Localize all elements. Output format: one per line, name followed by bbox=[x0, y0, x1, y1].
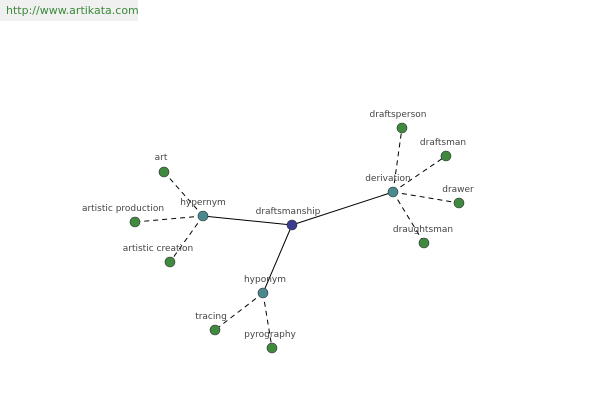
leaf-node-art[interactable] bbox=[158, 166, 170, 178]
edge-center-derivation bbox=[291, 191, 394, 226]
center-node[interactable] bbox=[286, 219, 298, 231]
category-node-hyponym[interactable] bbox=[257, 287, 269, 299]
edge-hypernym-artistic-production bbox=[134, 215, 204, 223]
edge-derivation-draftsman bbox=[392, 155, 447, 193]
graph-nodes bbox=[129, 122, 465, 354]
leaf-label-artistic-creation: artistic creation bbox=[123, 244, 194, 254]
leaf-label-pyrography: pyrography bbox=[244, 330, 296, 340]
edge-derivation-drawer bbox=[392, 191, 460, 204]
edge-derivation-draftsperson bbox=[392, 127, 403, 193]
leaf-node-artistic-production[interactable] bbox=[129, 216, 141, 228]
leaf-node-draughtsman[interactable] bbox=[418, 237, 430, 249]
graph-edges bbox=[134, 127, 460, 349]
leaf-label-art: art bbox=[155, 153, 168, 163]
category-label-derivation: derivation bbox=[365, 174, 411, 184]
edge-hypernym-artistic-creation bbox=[169, 215, 204, 263]
category-label-hypernym: hypernym bbox=[180, 198, 226, 208]
leaf-node-draftsperson[interactable] bbox=[396, 122, 408, 134]
edge-hyponym-tracing bbox=[214, 292, 264, 331]
leaf-label-drawer: drawer bbox=[442, 185, 474, 195]
source-link[interactable]: http://www.artikata.com bbox=[0, 0, 139, 21]
edge-center-hypernym bbox=[202, 215, 293, 226]
leaf-node-artistic-creation[interactable] bbox=[164, 256, 176, 268]
leaf-label-draftsman: draftsman bbox=[420, 138, 466, 148]
edge-center-hyponym bbox=[262, 224, 293, 294]
category-node-derivation[interactable] bbox=[387, 186, 399, 198]
graph-labels: art artistic production artistic creation h… bbox=[82, 110, 474, 340]
leaf-label-draftsperson: draftsperson bbox=[369, 110, 426, 120]
edge-hyponym-pyrography bbox=[262, 292, 273, 349]
edge-derivation-draughtsman bbox=[392, 191, 425, 244]
leaf-label-artistic-production: artistic production bbox=[82, 204, 164, 214]
leaf-node-pyrography[interactable] bbox=[266, 342, 278, 354]
leaf-label-tracing: tracing bbox=[195, 312, 227, 322]
leaf-node-tracing[interactable] bbox=[209, 324, 221, 336]
category-label-hyponym: hyponym bbox=[244, 275, 286, 285]
center-label: draftsmanship bbox=[256, 207, 321, 217]
category-node-hypernym[interactable] bbox=[197, 210, 209, 222]
leaf-node-draftsman[interactable] bbox=[440, 150, 452, 162]
edge-hypernym-art bbox=[163, 171, 204, 217]
leaf-label-draughtsman: draughtsman bbox=[393, 225, 453, 235]
leaf-node-drawer[interactable] bbox=[453, 197, 465, 209]
